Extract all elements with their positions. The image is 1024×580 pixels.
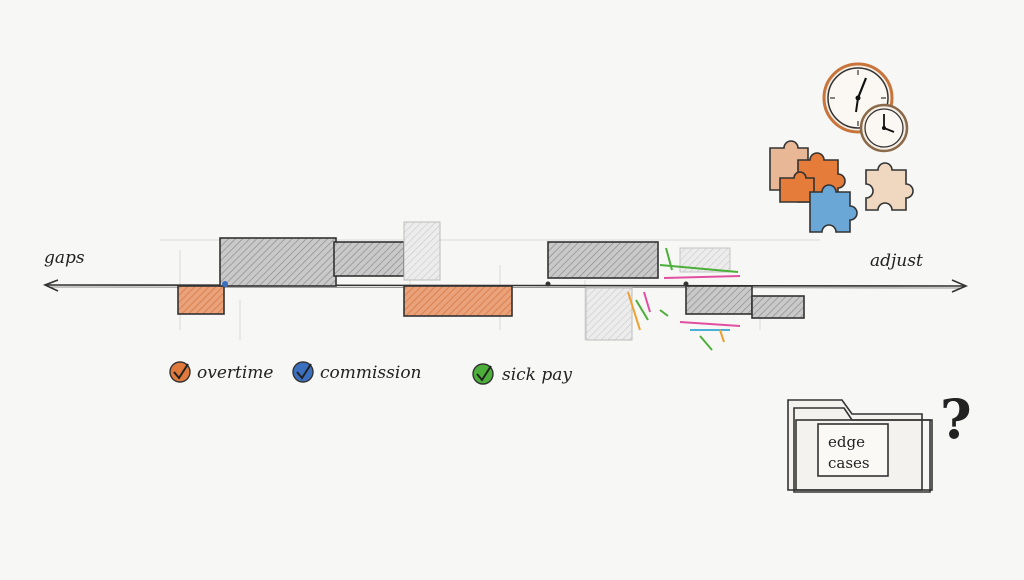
timeline-bars	[177, 221, 805, 341]
legend-item-sick-pay: sick pay	[472, 363, 572, 385]
gaps-label: gaps	[44, 248, 85, 268]
folder-label-line1: edge	[828, 433, 865, 451]
legend-label: sick pay	[502, 365, 572, 385]
legend-label: commission	[320, 363, 422, 383]
shift-bar-4	[685, 285, 753, 315]
question-mark-icon: ?	[940, 387, 972, 451]
node-dot	[222, 281, 228, 287]
overtime-gap-bar	[177, 285, 225, 315]
small-clock-icon	[859, 103, 909, 153]
shift-bar-1	[219, 237, 337, 287]
orange-gap-bar	[403, 285, 513, 317]
puzzle-pieces-icon	[769, 140, 914, 233]
shift-bar-3	[547, 241, 659, 279]
color-scribbles	[627, 247, 741, 351]
shift-bar-5	[751, 295, 805, 319]
legend-item-overtime: overtime	[169, 361, 273, 383]
folder-label-line2: cases	[828, 454, 870, 472]
faint-bar-2	[585, 287, 633, 341]
shift-bar-2	[333, 241, 405, 277]
folder-icon	[787, 399, 933, 493]
faint-bar-1	[403, 221, 441, 281]
adjust-label: adjust	[870, 251, 923, 271]
legend-label: overtime	[197, 363, 273, 383]
node-dot	[683, 281, 689, 287]
legend-item-commission: commission	[292, 361, 422, 383]
legend: overtime commission sick pay	[169, 361, 572, 385]
node-dot	[545, 281, 551, 287]
